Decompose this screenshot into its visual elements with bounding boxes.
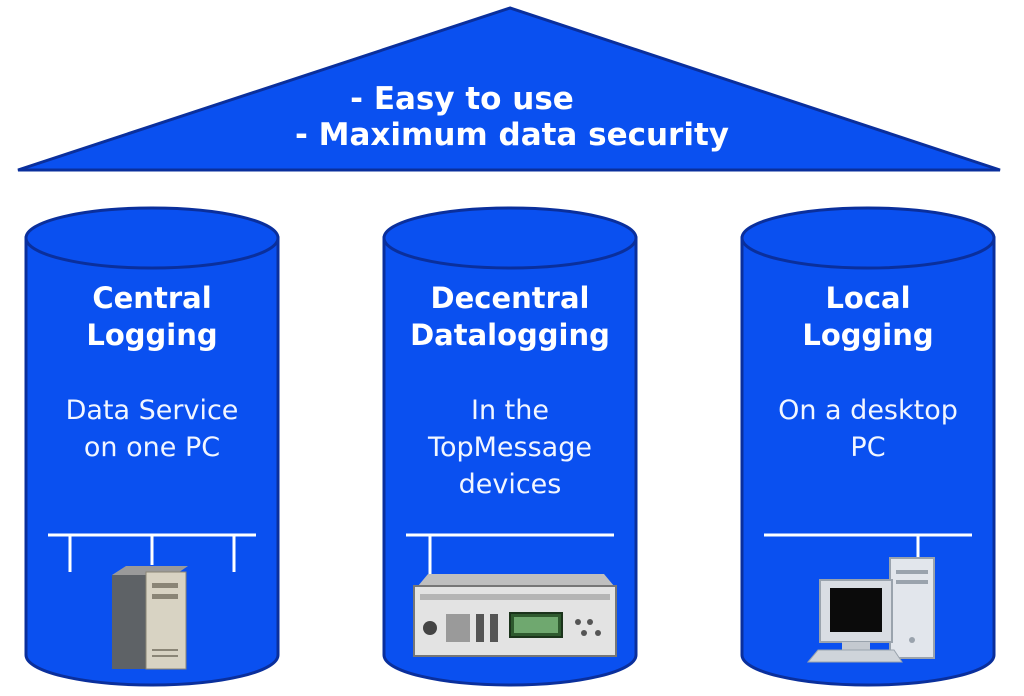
pillar-description: In the TopMessage devices	[382, 392, 638, 503]
title-line: Decentral	[430, 281, 590, 315]
desc-line: on one PC	[83, 432, 221, 463]
desc-line: In the	[471, 395, 549, 426]
network-bus-icon	[764, 533, 972, 560]
desc-line: TopMessage	[428, 432, 592, 463]
network-bus-icon	[48, 533, 256, 572]
pillar-central	[24, 206, 280, 687]
roof-line-1: - Easy to use	[350, 81, 574, 117]
title-line: Datalogging	[410, 318, 610, 352]
pillar-central-text: Central Logging Data Service on one PC	[24, 280, 280, 466]
pillar-decentral-text: Decentral Datalogging In the TopMessage …	[382, 280, 638, 503]
pillar-title: Local Logging	[740, 280, 996, 354]
pillar-local-text: Local Logging On a desktop PC	[740, 280, 996, 466]
pillar-title: Decentral Datalogging	[382, 280, 638, 354]
title-line: Logging	[86, 318, 218, 352]
pillar-decentral	[382, 206, 638, 687]
topmessage-device-icon	[413, 574, 617, 657]
roof-triangle	[17, 6, 1001, 172]
title-line: Central	[92, 281, 212, 315]
pillar-description: On a desktop PC	[740, 392, 996, 466]
pillar-local	[740, 206, 996, 687]
desc-line: PC	[850, 432, 886, 463]
desc-line: On a desktop	[778, 395, 958, 426]
pillar-description: Data Service on one PC	[24, 392, 280, 466]
title-line: Local	[825, 281, 911, 315]
pillar-title: Central Logging	[24, 280, 280, 354]
title-line: Logging	[802, 318, 934, 352]
desc-line: devices	[458, 469, 562, 500]
tower-server-icon	[112, 566, 188, 670]
roof-line-2: - Maximum data security	[294, 117, 729, 153]
desc-line: Data Service	[65, 395, 239, 426]
desktop-pc-icon	[806, 557, 935, 663]
